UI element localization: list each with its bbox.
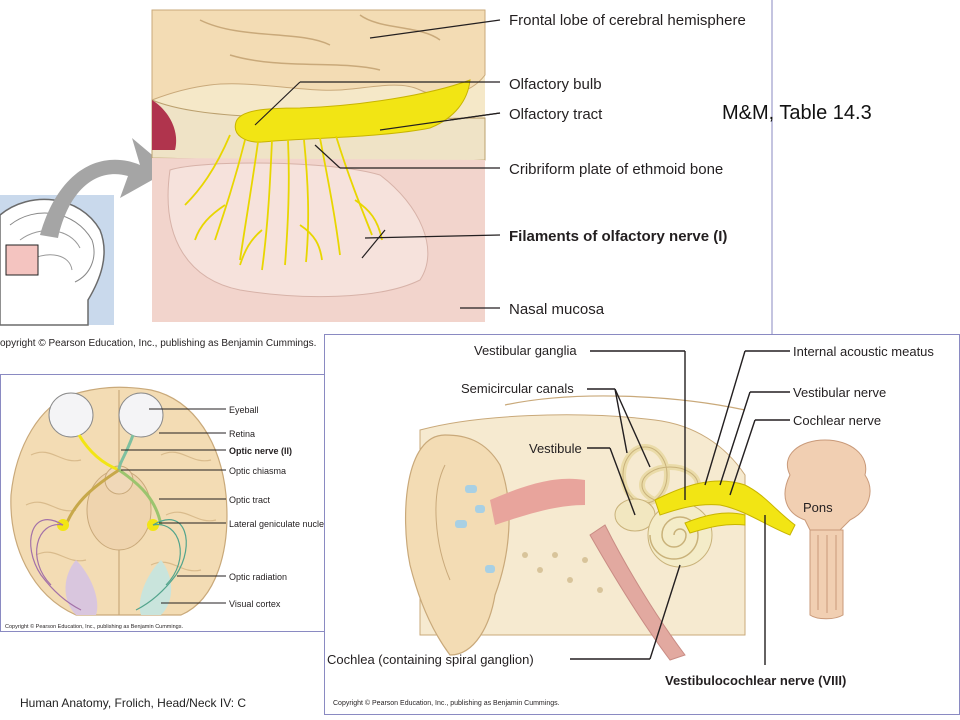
label-optic-radiation: Optic radiation [229, 572, 287, 582]
label-semicircular-canals: Semicircular canals [461, 381, 574, 396]
label-optic-nerve: Optic nerve (II) [229, 446, 292, 456]
footer-citation: Human Anatomy, Frolich, Head/Neck IV: C [20, 696, 247, 710]
label-cochlea: Cochlea (containing spiral ganglion) [327, 652, 534, 667]
label-cribriform-plate: Cribriform plate of ethmoid bone [509, 161, 723, 178]
label-visual-cortex: Visual cortex [229, 599, 281, 609]
outer-ear-shape [404, 434, 510, 656]
left-eyeball [48, 392, 94, 438]
pointer-arrow [40, 138, 170, 238]
label-optic-tract: Optic tract [229, 495, 271, 505]
label-olfactory-bulb: Olfactory bulb [509, 76, 602, 93]
label-vestibular-nerve: Vestibular nerve [793, 385, 886, 400]
optic-copyright: Copyright © Pearson Education, Inc., pub… [5, 623, 183, 630]
label-frontal-lobe: Frontal lobe of cerebral hemisphere [509, 12, 746, 29]
label-eyeball: Eyeball [229, 405, 259, 415]
label-vestibulocochlear-nerve: Vestibulocochlear nerve (VIII) [665, 673, 846, 688]
label-vestibular-ganglia: Vestibular ganglia [474, 343, 577, 358]
label-olfactory-filaments: Filaments of olfactory nerve (I) [509, 228, 727, 245]
label-vestibule: Vestibule [529, 441, 582, 456]
label-lgn: Lateral geniculate nucleus of thalamus [229, 519, 383, 529]
cochlea-shape [647, 502, 713, 568]
right-eyeball [118, 392, 164, 438]
label-olfactory-tract: Olfactory tract [509, 106, 603, 123]
olfactory-copyright: opyright © Pearson Education, Inc., publ… [0, 338, 316, 349]
label-nasal-mucosa: Nasal mucosa [509, 301, 605, 318]
label-internal-acoustic-meatus: Internal acoustic meatus [793, 344, 934, 359]
ear-copyright: Copyright © Pearson Education, Inc., pub… [333, 699, 560, 707]
label-pons: Pons [803, 500, 833, 515]
reference-label: M&M, Table 14.3 [722, 102, 872, 124]
label-optic-chiasma: Optic chiasma [229, 466, 286, 476]
pons-shape [784, 439, 871, 620]
olfactory-filaments [184, 134, 383, 271]
vestibulocochlear-nerve-figure: Pons Vestibular ganglia Semicircular can… [324, 334, 960, 715]
olfactory-nerve-figure: Frontal lobe of cerebral hemisphere Olfa… [0, 0, 774, 356]
label-cochlear-nerve: Cochlear nerve [793, 413, 881, 428]
olfactory-bulb-shape [234, 79, 471, 143]
label-retina: Retina [229, 429, 255, 439]
